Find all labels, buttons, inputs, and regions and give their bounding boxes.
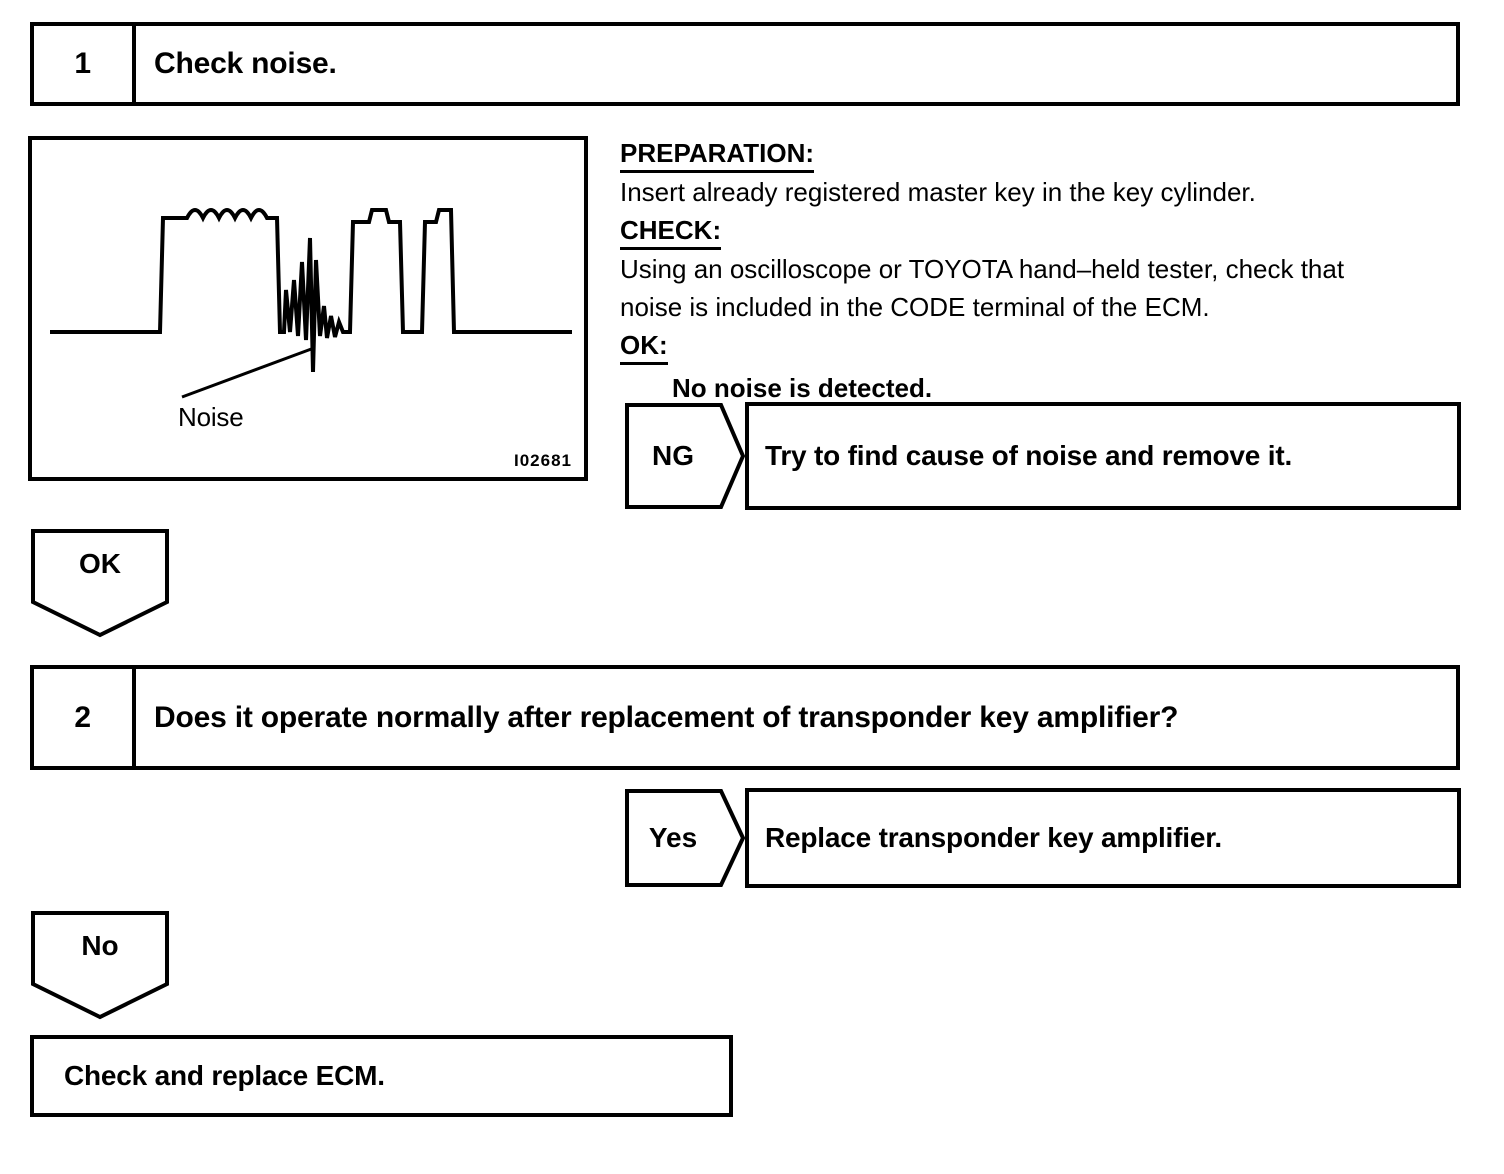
waveform-figure-panel: Noise I02681 (28, 136, 588, 481)
step-2-header: 2 Does it operate normally after replace… (30, 665, 1460, 770)
check-text-line-2: noise is included in the CODE terminal o… (620, 292, 1210, 322)
step-1-header: 1 Check noise. (30, 22, 1460, 106)
step-1-number: 1 (34, 26, 136, 102)
preparation-label: PREPARATION: (620, 137, 815, 173)
pentagon-right-icon (625, 789, 745, 887)
step-1-title: Check noise. (154, 47, 337, 80)
step-2-title: Does it operate normally after replaceme… (154, 700, 1179, 734)
ok-label: OK: (620, 329, 668, 365)
no-branch-arrow: No (30, 910, 170, 1020)
final-result-box: Check and replace ECM. (30, 1035, 733, 1117)
check-section: CHECK: (620, 211, 1480, 250)
ng-label: NG (652, 440, 694, 471)
preparation-text: Insert already registered master key in … (620, 177, 1256, 207)
step-2-number: 2 (34, 669, 136, 766)
ng-branch: NG Try to find cause of noise and remove… (625, 402, 1461, 510)
pentagon-down-icon (31, 529, 169, 638)
preparation-section: PREPARATION: (620, 134, 1480, 173)
yes-arrow-shape: Yes (625, 788, 745, 888)
ok-condition-text: No noise is detected. (672, 373, 933, 403)
yes-branch: Yes Replace transponder key amplifier. (625, 788, 1461, 888)
yes-action-box: Replace transponder key amplifier. (745, 788, 1461, 888)
pentagon-down-icon (31, 911, 169, 1020)
pentagon-right-icon (625, 403, 745, 509)
figure-code: I02681 (514, 451, 572, 470)
ok-branch-arrow: OK (30, 528, 170, 638)
oscilloscope-waveform-icon (50, 208, 572, 399)
check-text-line-1: Using an oscilloscope or TOYOTA hand–hel… (620, 254, 1345, 284)
noise-annotation-label: Noise (178, 402, 244, 432)
instructions-block: PREPARATION: Insert already registered m… (620, 134, 1480, 407)
ok-section: OK: (620, 326, 1480, 365)
yes-label: Yes (648, 822, 698, 853)
ng-action-box: Try to find cause of noise and remove it… (745, 402, 1461, 510)
check-label: CHECK: (620, 214, 722, 250)
ng-arrow-shape: NG (625, 402, 745, 510)
ok-label: OK (79, 548, 121, 579)
no-label: No (81, 930, 119, 961)
